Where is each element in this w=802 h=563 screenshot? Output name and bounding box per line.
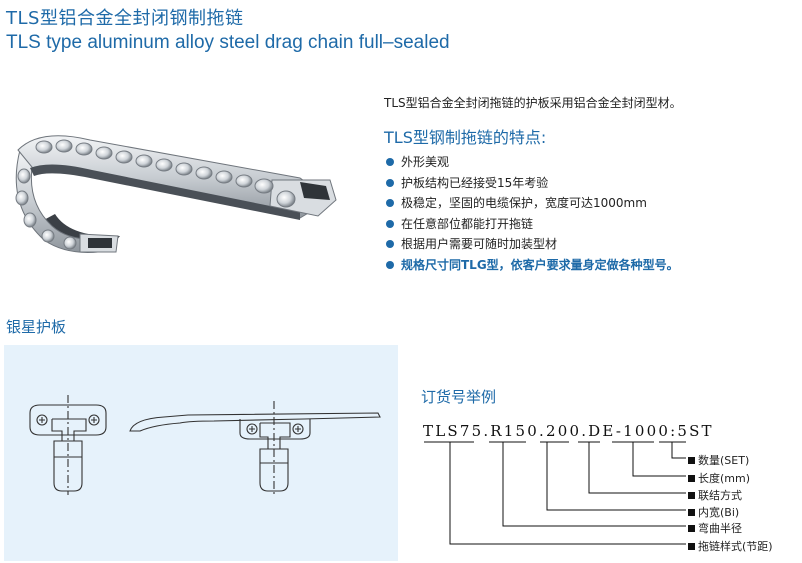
page-title-en: TLS type aluminum alloy steel drag chain… — [6, 32, 450, 53]
order-code: TLS75.R150.200.DE-1000:5ST — [423, 422, 714, 440]
bullet-icon — [386, 219, 394, 228]
page-title-cn: TLS型铝合金全封闭钢制拖链 — [6, 8, 244, 29]
square-bullet-icon — [688, 475, 695, 482]
list-item: 极稳定，坚固的电缆保护，宽度可达1000mm — [386, 193, 679, 214]
list-item-highlight: 规格尺寸同TLG型，依客户要求量身定做各种型号。 — [386, 255, 679, 276]
legend-item: 数量(SET) — [688, 452, 749, 468]
features-list: 外形美观 护板结构已经接受15年考验 极稳定，坚固的电缆保护，宽度可达1000m… — [386, 152, 679, 275]
bullet-icon — [386, 199, 394, 207]
square-bullet-icon — [688, 457, 695, 464]
list-item: 在任意部位都能打开拖链 — [386, 214, 679, 235]
order-example-heading: 订货号举例 — [421, 388, 497, 406]
cover-drawing-panel — [4, 345, 398, 561]
square-bullet-icon — [688, 525, 695, 532]
legend-item: 内宽(Bi) — [688, 504, 739, 520]
bullet-icon — [386, 240, 394, 248]
legend-item: 长度(mm) — [688, 470, 750, 486]
cover-profile-drawing — [29, 395, 381, 495]
square-bullet-icon — [688, 509, 695, 516]
bullet-icon — [386, 260, 394, 269]
bullet-icon — [386, 158, 394, 166]
intro-text: TLS型铝合金全封闭拖链的护板采用铝合金全封闭型材。 — [384, 96, 682, 110]
square-bullet-icon — [688, 543, 695, 550]
cover-section-heading: 银星护板 — [6, 318, 67, 336]
square-bullet-icon — [688, 492, 695, 499]
legend-item: 弯曲半径 — [688, 520, 742, 536]
list-item: 护板结构已经接受15年考验 — [386, 173, 679, 194]
list-item: 根据用户需要可随时加装型材 — [386, 234, 679, 255]
bullet-icon — [386, 178, 394, 187]
list-item: 外形美观 — [386, 152, 679, 173]
features-heading: TLS型钢制拖链的特点: — [384, 128, 547, 147]
legend-item: 拖链样式(节距) — [688, 538, 773, 554]
legend-item: 联结方式 — [688, 487, 742, 503]
